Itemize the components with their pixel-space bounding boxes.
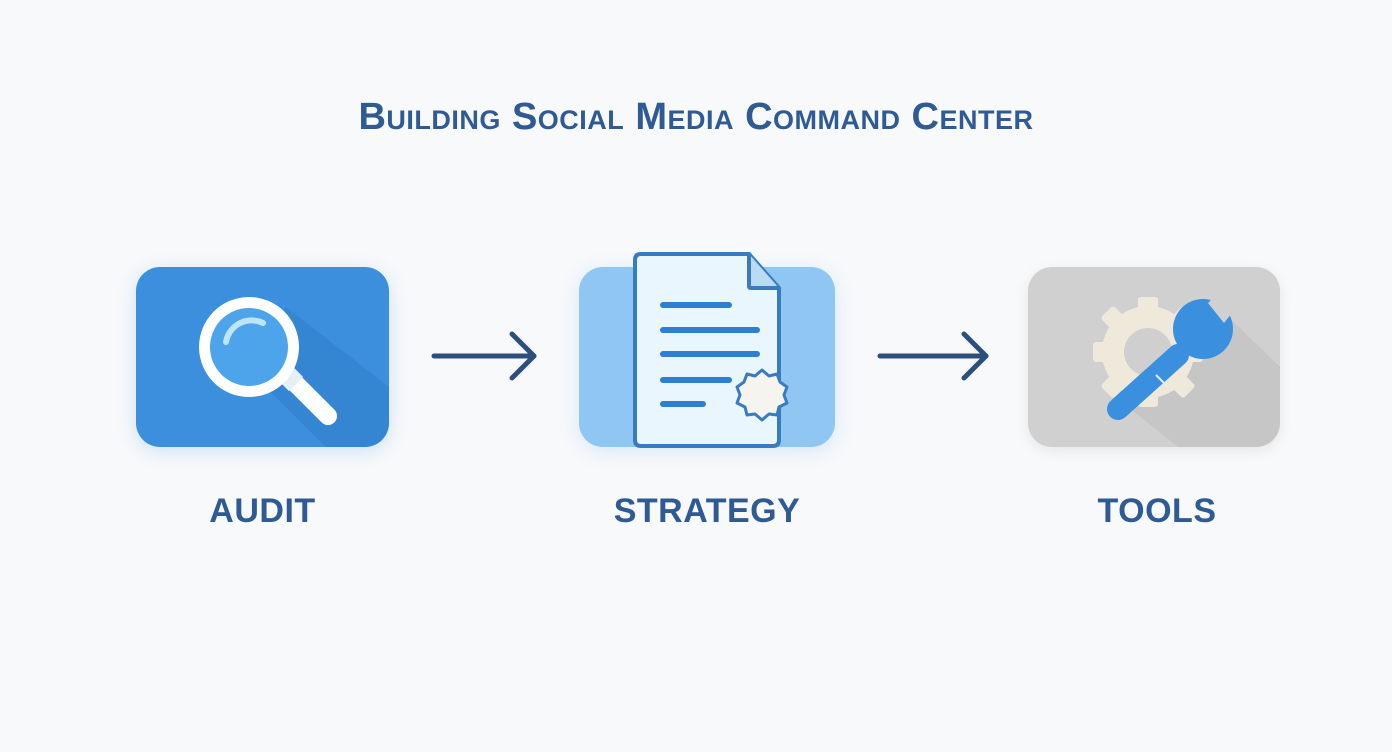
tools-step-tile	[1028, 267, 1280, 447]
tools-step-label: TOOLS	[1097, 492, 1217, 530]
strategy-step-label: STRATEGY	[613, 492, 801, 530]
arrow-right-icon	[877, 331, 989, 381]
wrench-gear-icon	[1093, 287, 1280, 447]
magnifying-glass-icon	[199, 297, 389, 447]
arrow-right-icon	[431, 331, 537, 381]
audit-step-label: AUDIT	[209, 492, 316, 530]
diagram-title: Building Social Media Command Center	[358, 96, 1034, 138]
strategy-step-tile	[579, 252, 835, 448]
document-gear-icon	[633, 252, 789, 448]
audit-step-tile	[136, 267, 389, 447]
